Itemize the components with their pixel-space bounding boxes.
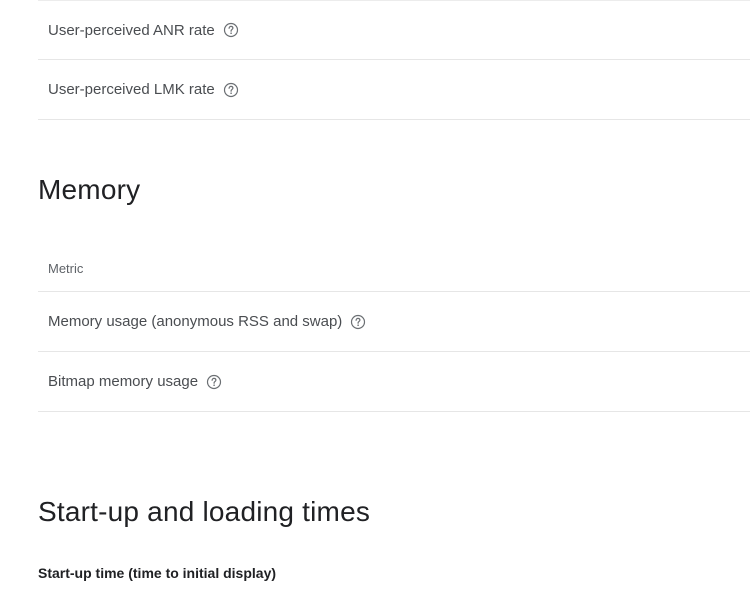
help-circle-icon[interactable] (223, 22, 239, 38)
memory-table: Metric Memory usage (anonymous RSS and s… (38, 245, 750, 412)
metric-row-anr-rate[interactable]: User-perceived ANR rate (38, 0, 750, 60)
metric-label: Bitmap memory usage (48, 373, 199, 390)
metric-row-lmk-rate[interactable]: User-perceived LMK rate (38, 60, 750, 120)
subsection-title-startup-time: Start-up time (time to initial display) (38, 565, 277, 581)
metric-label: User-perceived ANR rate (48, 21, 215, 39)
metric-row-memory-usage[interactable]: Memory usage (anonymous RSS and swap) (38, 292, 750, 352)
column-header: Metric (48, 260, 84, 276)
help-circle-icon[interactable] (206, 374, 222, 390)
metric-row-bitmap-memory[interactable]: Bitmap memory usage (38, 352, 750, 412)
vitals-table: User-perceived ANR rate User-perceived L… (38, 0, 750, 120)
help-circle-icon[interactable] (350, 314, 366, 330)
metric-label: Memory usage (anonymous RSS and swap) (48, 313, 343, 330)
table-header-metric: Metric (38, 245, 750, 292)
metric-label: User-perceived LMK rate (48, 81, 215, 98)
section-title-memory: Memory (38, 174, 141, 205)
help-circle-icon[interactable] (223, 82, 239, 98)
section-title-startup: Start-up and loading times (38, 496, 371, 527)
